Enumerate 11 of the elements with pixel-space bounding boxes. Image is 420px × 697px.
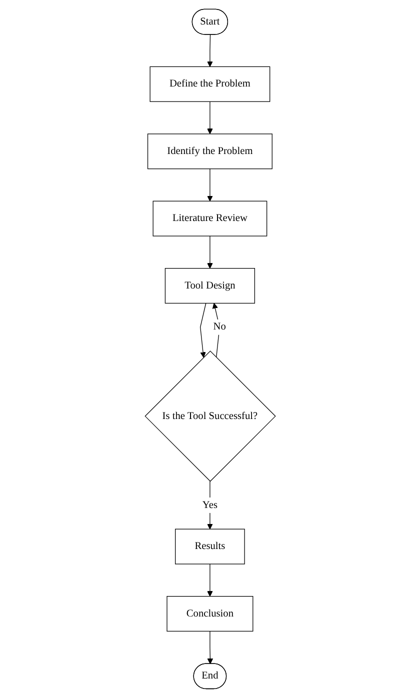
process-box: Conclusion: [166, 596, 253, 632]
terminal-oval: End: [193, 662, 226, 689]
process-box: Literature Review: [152, 200, 267, 236]
process-box: Define the Problem: [149, 66, 270, 102]
process-box: Results: [174, 528, 245, 564]
terminal-oval: Start: [192, 8, 228, 34]
edge-label: Yes: [202, 496, 218, 512]
decision-diamond: Is the Tool Successful?: [144, 350, 276, 482]
process-box: Identify the Problem: [147, 133, 272, 169]
edge-label: No: [212, 318, 226, 334]
process-box: Tool Design: [164, 268, 255, 304]
